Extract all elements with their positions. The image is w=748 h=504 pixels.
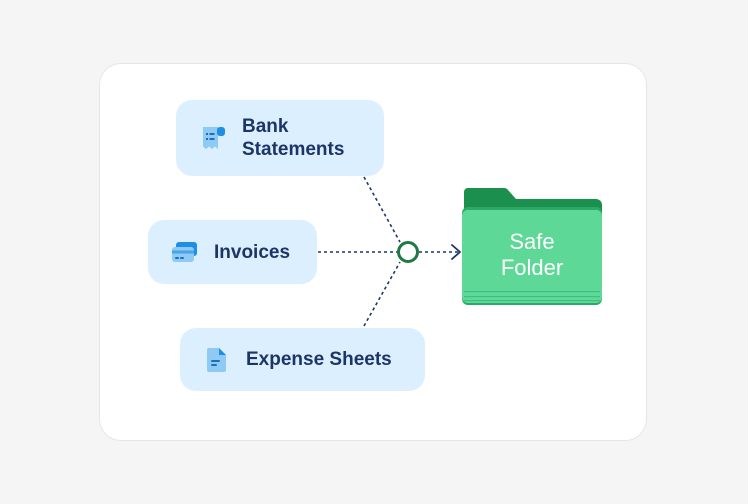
folder-icon	[462, 188, 602, 305]
source-label: Expense Sheets	[246, 349, 392, 370]
source-bank-statements: Bank Statements	[176, 100, 384, 176]
cards-icon	[172, 242, 197, 262]
arrowhead-icon	[451, 244, 461, 260]
junction-node	[397, 241, 419, 263]
source-expense-sheets: Expense Sheets	[180, 328, 425, 391]
folder-label: Safe Folder	[500, 229, 564, 280]
connector-bank	[363, 176, 401, 243]
source-label: Invoices	[214, 241, 291, 263]
document-icon	[207, 347, 226, 372]
source-label: Bank Statements	[242, 116, 345, 160]
receipt-icon	[203, 127, 225, 149]
connector-expense	[363, 261, 401, 327]
source-invoices: Invoices	[148, 220, 317, 284]
